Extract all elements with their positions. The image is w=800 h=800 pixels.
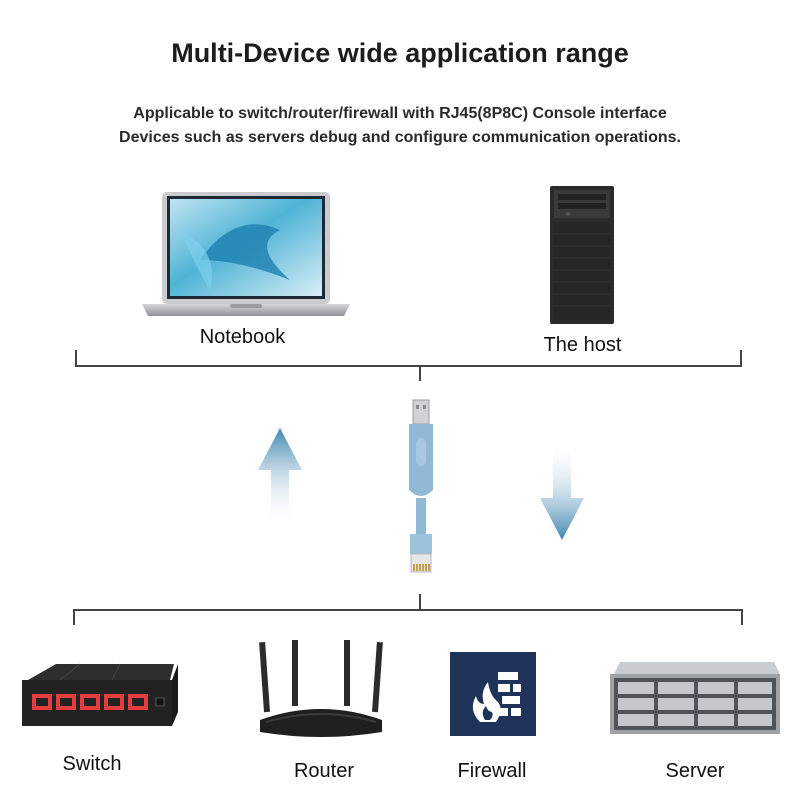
laptop-icon [140,190,352,322]
router-label: Router [293,760,355,782]
bottom-bracket-right-tick [741,609,743,625]
network-switch-icon [20,660,180,732]
subtitle-line-1: Applicable to switch/router/firewall wit… [133,105,667,122]
rack-server-icon [606,660,782,738]
bottom-bracket-left-tick [73,609,75,625]
up-arrow-icon [258,428,302,528]
top-bracket-left-tick [75,350,77,366]
server-label: Server [665,760,725,782]
top-bracket-center-tick [419,365,421,381]
wifi-router-icon [256,638,386,742]
down-arrow-icon [540,440,584,540]
top-bracket-right-tick [740,350,742,366]
console-cable-icon [404,398,438,576]
notebook-label: Notebook [199,326,286,348]
page-title: Multi-Device wide application range [171,38,629,68]
top-bracket-line [75,365,742,367]
firewall-label: Firewall [457,760,527,782]
subtitle-line-2: Devices such as servers debug and config… [119,129,681,146]
bottom-bracket-center-tick [419,594,421,610]
switch-label: Switch [62,753,122,775]
firewall-icon [450,652,536,736]
bottom-bracket-line [73,609,743,611]
host-label: The host [543,334,622,356]
desktop-tower-icon [548,184,616,326]
